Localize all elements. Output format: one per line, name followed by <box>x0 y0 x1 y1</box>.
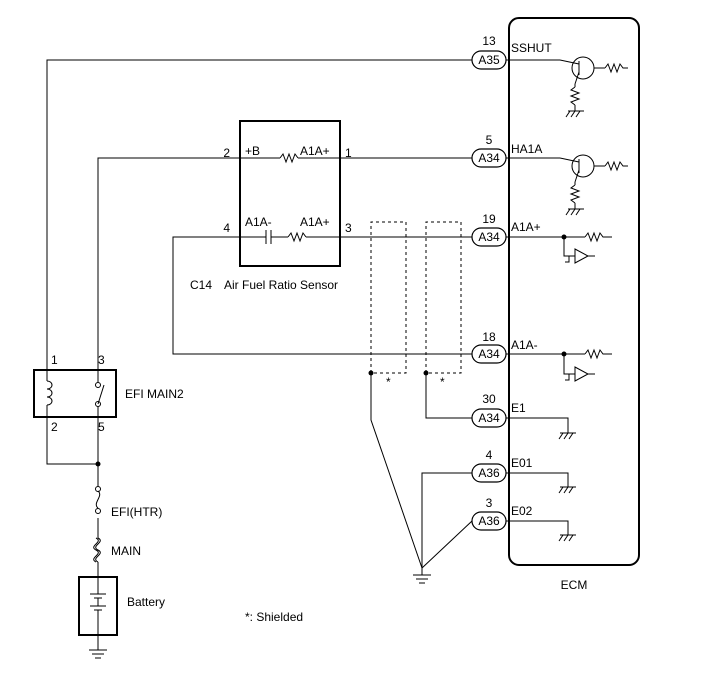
connector-A36-3: A36 3 E02 <box>471 496 533 531</box>
relay-pin-number: 3 <box>98 353 105 367</box>
pin-number: 5 <box>486 133 493 147</box>
connector-code: A34 <box>478 230 500 244</box>
relay-box <box>33 369 117 418</box>
sensor-pin-number: 2 <box>223 146 230 160</box>
shield-outlines <box>370 221 462 374</box>
relay-name: EFI MAIN2 <box>125 387 184 401</box>
sensor-pin-label: A1A- <box>245 215 272 229</box>
pin-number: 19 <box>482 212 496 226</box>
connector-code: A36 <box>478 514 500 528</box>
sensor-pin-number: 4 <box>223 221 230 235</box>
connector-A35-13: A35 13 SSHUT <box>471 34 552 70</box>
signal-label: E01 <box>511 456 533 470</box>
pin-number: 3 <box>486 496 493 510</box>
connector-A34-5: A34 5 HA1A <box>471 133 542 168</box>
wires <box>46 59 569 650</box>
connector-A34-18: A34 18 A1A- <box>471 330 538 364</box>
battery-icon <box>90 577 106 635</box>
signal-label: A1A+ <box>511 220 541 234</box>
shield-mark: * <box>386 375 391 389</box>
heater-resistor-icon <box>240 152 340 164</box>
connector-code: A34 <box>478 151 500 165</box>
pin-number: 4 <box>486 448 493 462</box>
fuse-label: EFI(HTR) <box>111 505 162 519</box>
connector-code: A36 <box>478 466 500 480</box>
sensor-pin-label: A1A+ <box>300 144 330 158</box>
relay-pin-number: 5 <box>98 420 105 434</box>
signal-label: E1 <box>511 401 526 415</box>
shield-footnote: *: Shielded <box>245 610 303 624</box>
pin-number: 13 <box>482 34 496 48</box>
signal-label: HA1A <box>511 142 542 156</box>
transistor-icon <box>559 56 628 118</box>
connector-code: A34 <box>478 411 500 425</box>
sensor-pin-number: 1 <box>345 146 352 160</box>
sensor-element-icon <box>240 230 340 244</box>
ecm-label: ECM <box>561 578 588 592</box>
battery-label: Battery <box>127 595 165 609</box>
sensor-pin-label: +B <box>245 144 260 158</box>
signal-label: E02 <box>511 504 533 518</box>
relay-coil-icon <box>46 370 53 417</box>
shield-mark: * <box>440 375 445 389</box>
signal-label: SSHUT <box>511 41 552 55</box>
relay-switch-icon <box>95 370 105 417</box>
sensor-pin-number: 3 <box>345 221 352 235</box>
ground-icon <box>558 534 576 542</box>
ground-icon <box>558 486 576 494</box>
pin-number: 18 <box>482 330 496 344</box>
sensor-name: Air Fuel Ratio Sensor <box>224 278 338 292</box>
fusible-link-label: MAIN <box>111 544 141 558</box>
sensor-id: C14 <box>190 278 212 292</box>
connector-A34-19: A34 19 A1A+ <box>471 212 541 247</box>
signal-label: A1A- <box>511 338 538 352</box>
ground-icon <box>89 649 107 659</box>
input-buffer-icon <box>563 231 612 264</box>
ground-icon <box>558 432 576 440</box>
connector-code: A34 <box>478 347 500 361</box>
junction-dot <box>95 461 101 467</box>
relay-pin-number: 2 <box>51 420 58 434</box>
connector-code: A35 <box>478 53 500 67</box>
relay-pin-number: 1 <box>51 353 58 367</box>
input-buffer-icon <box>563 348 612 382</box>
transistor-icon <box>559 154 628 216</box>
pin-number: 30 <box>482 392 496 406</box>
fuse-icon <box>95 486 101 514</box>
fusible-link-icon <box>93 537 101 563</box>
connector-A34-30: A34 30 E1 <box>471 392 526 428</box>
connector-A36-4: A36 4 E01 <box>471 448 533 483</box>
sensor-pin-label: A1A+ <box>300 215 330 229</box>
ecm-box <box>508 17 640 566</box>
sensor-box <box>239 120 341 267</box>
